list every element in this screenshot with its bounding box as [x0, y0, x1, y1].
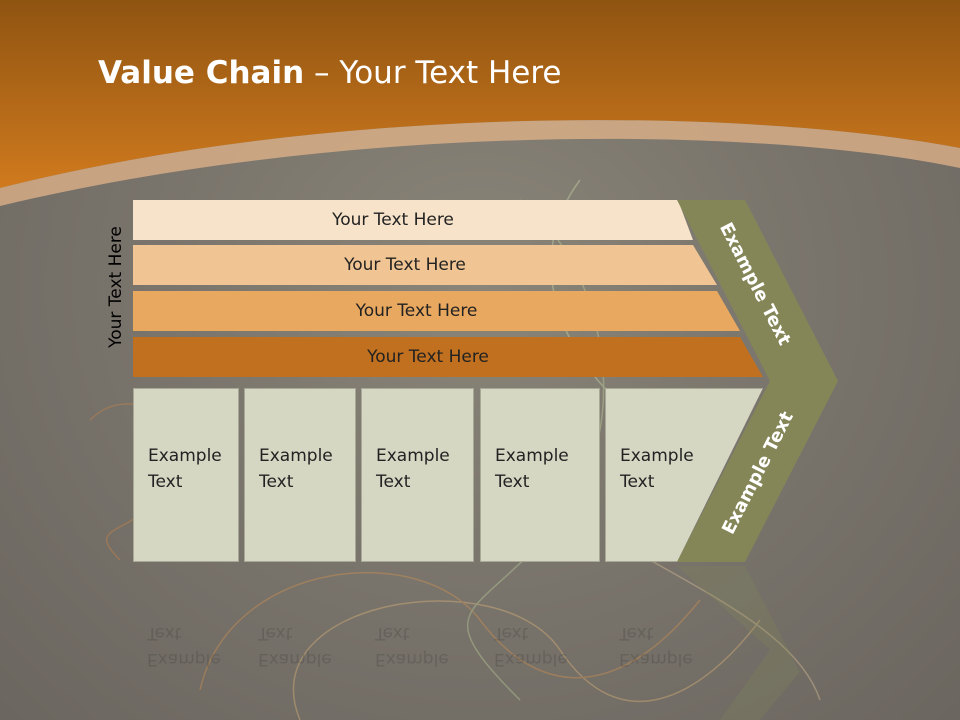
title-rest: – Your Text Here: [304, 55, 562, 91]
title-bold: Value Chain: [98, 55, 305, 91]
primary-box-reflection: Example Text: [375, 623, 449, 669]
side-label: Your Text Here: [106, 226, 126, 348]
support-bar-label: Your Text Here: [344, 255, 466, 275]
support-bar-label: Your Text Here: [367, 347, 489, 367]
primary-box-reflection: Example Text: [494, 623, 568, 669]
primary-box-reflection: Example Text: [147, 623, 221, 669]
page-title: Value Chain – Your Text Here: [98, 55, 561, 91]
primary-box: Example Text: [480, 388, 600, 562]
primary-box: Example Text: [244, 388, 356, 562]
header-arc: [0, 120, 960, 206]
support-bar: Your Text Here: [133, 200, 693, 240]
support-bar-label: Your Text Here: [355, 301, 478, 321]
primary-box-label: Example Text: [259, 446, 333, 492]
box-reflection: Example Text: [480, 612, 600, 672]
primary-box-label: Example Text: [620, 446, 694, 492]
primary-box-label: Example Text: [148, 446, 222, 492]
support-bar: Your Text Here: [133, 291, 740, 331]
box-reflection: Example Text: [244, 612, 356, 672]
support-bar: Your Text Here: [133, 245, 717, 285]
box-reflection: Example Text: [605, 612, 705, 672]
primary-box-reflection: Example Text: [258, 623, 332, 669]
support-bar: Your Text Here: [133, 337, 763, 377]
primary-box-reflection: Example Text: [619, 623, 693, 669]
box-reflection: Example Text: [361, 612, 474, 672]
support-bar-label: Your Text Here: [332, 210, 454, 230]
primary-box-label: Example Text: [495, 446, 569, 492]
header-band: [0, 0, 960, 188]
primary-box-label: Example Text: [376, 446, 450, 492]
box-reflection: Example Text: [133, 612, 239, 672]
primary-box: Example Text: [361, 388, 474, 562]
primary-box: Example Text: [133, 388, 239, 562]
